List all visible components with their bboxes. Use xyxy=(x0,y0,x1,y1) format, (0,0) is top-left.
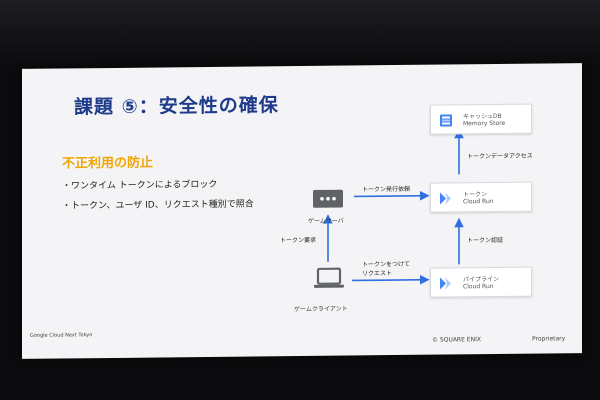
footer-proprietary: Proprietary xyxy=(532,335,566,343)
pipeline-subtitle: Cloud Run xyxy=(463,282,494,291)
edge-label-request-with-token: トークンをつけて リクエスト xyxy=(362,260,410,279)
cache-db-title: キャッシュDB xyxy=(463,112,502,121)
stage-background xyxy=(0,0,600,70)
edge-label-token-data-access: トークンデータアクセス xyxy=(467,152,533,161)
cloud-run-icon xyxy=(440,192,451,205)
arrow-server-to-token xyxy=(354,190,430,201)
edge-label-token-issue-request: トークン発行依頼 xyxy=(362,185,411,194)
arrow-client-to-pipeline xyxy=(352,274,430,285)
token-service-subtitle: Cloud Run xyxy=(463,197,494,206)
edge-label-token-auth: トークン認証 xyxy=(467,236,504,245)
pipeline-node: パイプライン Cloud Run xyxy=(430,266,532,298)
server-icon xyxy=(313,189,343,208)
edge-label-line: トークンをつけて xyxy=(362,260,411,269)
token-service-title: トークン xyxy=(463,191,488,199)
presentation-slide: 課題 ⑤：安全性の確保 不正利用の防止 ワンタイム トークンによるブロック トー… xyxy=(22,63,582,359)
pipeline-title: パイプライン xyxy=(463,275,500,284)
laptop-icon xyxy=(314,267,344,288)
cache-db-node: キャッシュDB Memory Store xyxy=(430,103,532,135)
game-client-label: ゲームクライアント xyxy=(294,305,348,314)
diagram-arrows xyxy=(323,128,464,285)
edge-label-line: リクエスト xyxy=(362,270,393,278)
edge-label-token-request: トークン要求 xyxy=(280,236,317,245)
token-service-node: トークン Cloud Run xyxy=(430,181,532,213)
footer-event-name: Google Cloud Next Tokyo xyxy=(30,332,93,339)
game-server-label: ゲームサーバ xyxy=(308,217,344,225)
memorystore-icon xyxy=(440,114,452,127)
cache-db-subtitle: Memory Store xyxy=(463,119,506,128)
cloud-run-icon xyxy=(440,277,451,290)
footer-copyright: © SQUARE ENIX xyxy=(432,336,481,344)
